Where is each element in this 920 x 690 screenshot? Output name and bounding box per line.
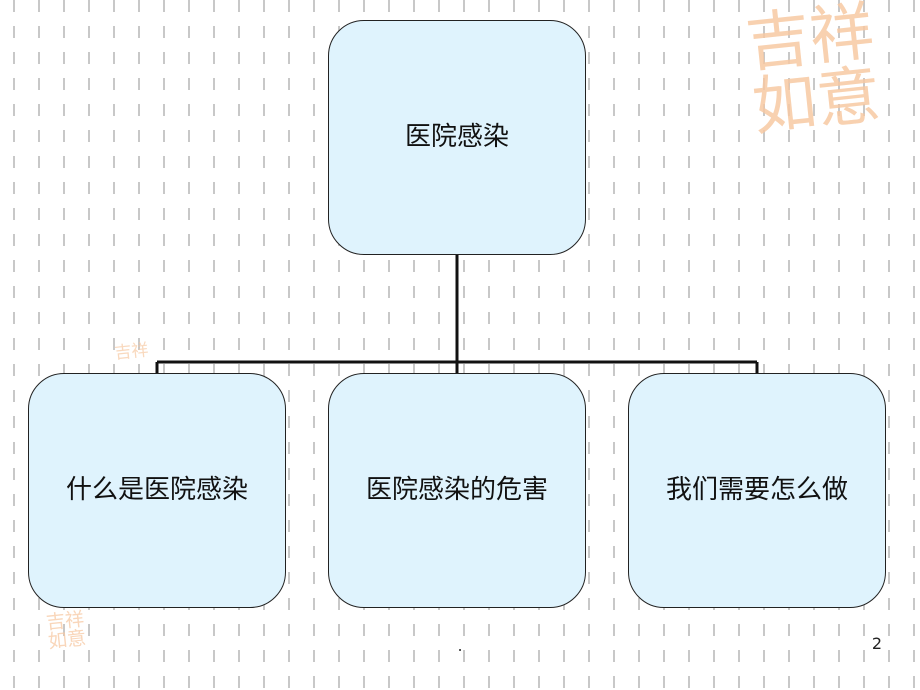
node-child-3-label: 我们需要怎么做: [665, 474, 848, 505]
node-child-1-label: 什么是医院感染: [65, 474, 248, 505]
node-child-what-to-do: 我们需要怎么做: [628, 373, 886, 608]
node-root-label: 医院感染: [404, 121, 509, 152]
footer-dot: .: [457, 636, 463, 655]
node-child-harm: 医院感染的危害: [328, 373, 586, 608]
node-child-what-is: 什么是医院感染: [28, 373, 286, 608]
page-number: 2: [871, 634, 883, 653]
node-root: 医院感染: [328, 20, 586, 255]
node-child-2-label: 医院感染的危害: [365, 474, 548, 505]
